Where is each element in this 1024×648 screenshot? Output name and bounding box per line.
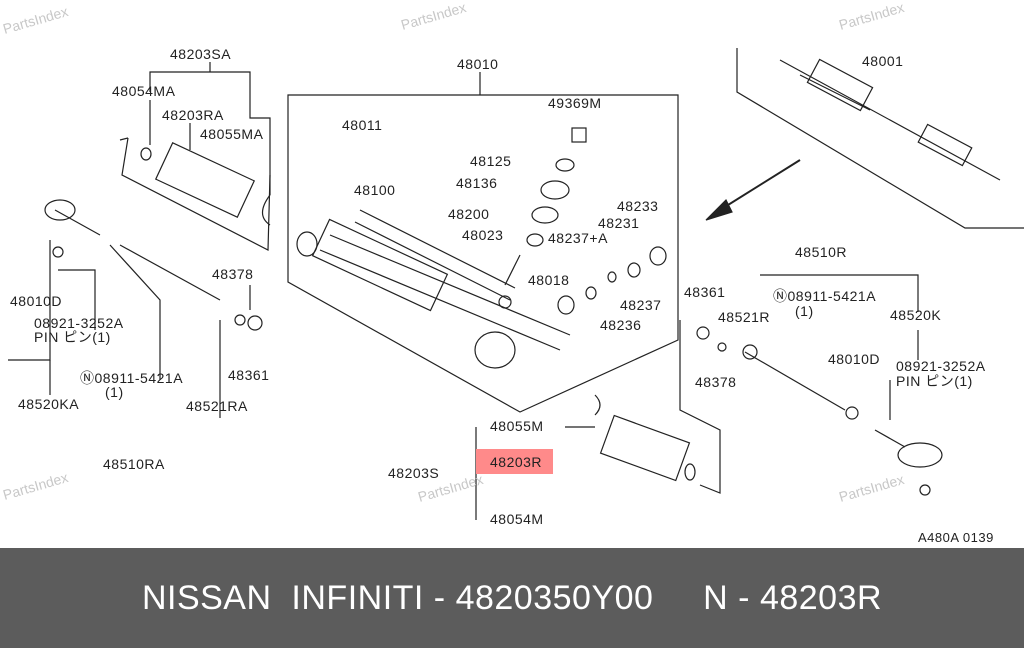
part-label[interactable]: 48233 [617, 198, 659, 214]
part-number: 08911-5421A [787, 288, 877, 304]
steering-gear-diagram [8, 48, 1024, 520]
part-label[interactable]: 48521RA [186, 398, 248, 414]
part-info-text: NISSAN INFINITI - 4820350Y00 N - 48203R [141, 578, 883, 617]
part-label[interactable]: 48018 [528, 272, 570, 288]
part-label[interactable]: 48203RA [162, 107, 224, 123]
part-label[interactable]: 48236 [600, 317, 642, 333]
part-label[interactable]: 48054MA [112, 83, 176, 99]
part-label-highlighted[interactable]: 48203R [490, 454, 543, 470]
part-label[interactable]: 48378 [695, 374, 737, 390]
part-label[interactable]: 48361 [684, 284, 726, 300]
part-label[interactable]: 48203S [388, 465, 440, 481]
part-label[interactable]: 08921-3252A [896, 358, 986, 374]
part-label[interactable]: 48520KA [18, 396, 80, 412]
part-label[interactable]: 48055MA [200, 126, 264, 142]
part-label[interactable]: 48011 [342, 117, 383, 133]
part-label[interactable]: 48010D [10, 293, 63, 309]
part-label[interactable]: Ⓝ08911-5421A [80, 370, 183, 386]
part-label[interactable]: 48001 [862, 53, 904, 69]
diagram-code: A480A 0139 [918, 530, 994, 545]
part-label[interactable]: 48200 [448, 206, 490, 222]
quantity-label: (1) [795, 303, 814, 319]
n-circle-icon: Ⓝ [773, 288, 788, 304]
part-label[interactable]: 48378 [212, 266, 254, 282]
part-label[interactable]: 48100 [354, 182, 396, 198]
part-label[interactable]: 48237 [620, 297, 662, 313]
part-label[interactable]: 48231 [598, 215, 640, 231]
part-label[interactable]: 48054M [490, 511, 544, 527]
part-info-bar: NISSAN INFINITI - 4820350Y00 N - 48203R [0, 548, 1024, 648]
part-label[interactable]: 48023 [462, 227, 504, 243]
part-label[interactable]: 48361 [228, 367, 270, 383]
highlight-48203R [476, 449, 553, 474]
part-label[interactable]: 49369M [548, 95, 602, 111]
part-label[interactable]: 08921-3252A [34, 315, 124, 331]
part-note: PIN ピン(1) [896, 373, 973, 389]
part-label[interactable]: 48125 [470, 153, 512, 169]
part-label[interactable]: 48521R [718, 309, 771, 325]
part-label[interactable]: 48010 [457, 56, 499, 72]
part-note: PIN ピン(1) [34, 329, 111, 345]
part-label[interactable]: Ⓝ08911-5421A [773, 288, 876, 304]
part-label[interactable]: 48010D [828, 351, 881, 367]
part-label[interactable]: 48520K [890, 307, 942, 323]
part-label[interactable]: 48136 [456, 175, 498, 191]
part-number: 08911-5421A [94, 370, 184, 386]
part-label[interactable]: 48203SA [170, 46, 232, 62]
part-label[interactable]: 48510R [795, 244, 848, 260]
part-label[interactable]: 48237+A [548, 230, 608, 246]
quantity-label: (1) [105, 384, 124, 400]
n-circle-icon: Ⓝ [80, 370, 95, 386]
part-label[interactable]: 48055M [490, 418, 544, 434]
part-label[interactable]: 48510RA [103, 456, 165, 472]
